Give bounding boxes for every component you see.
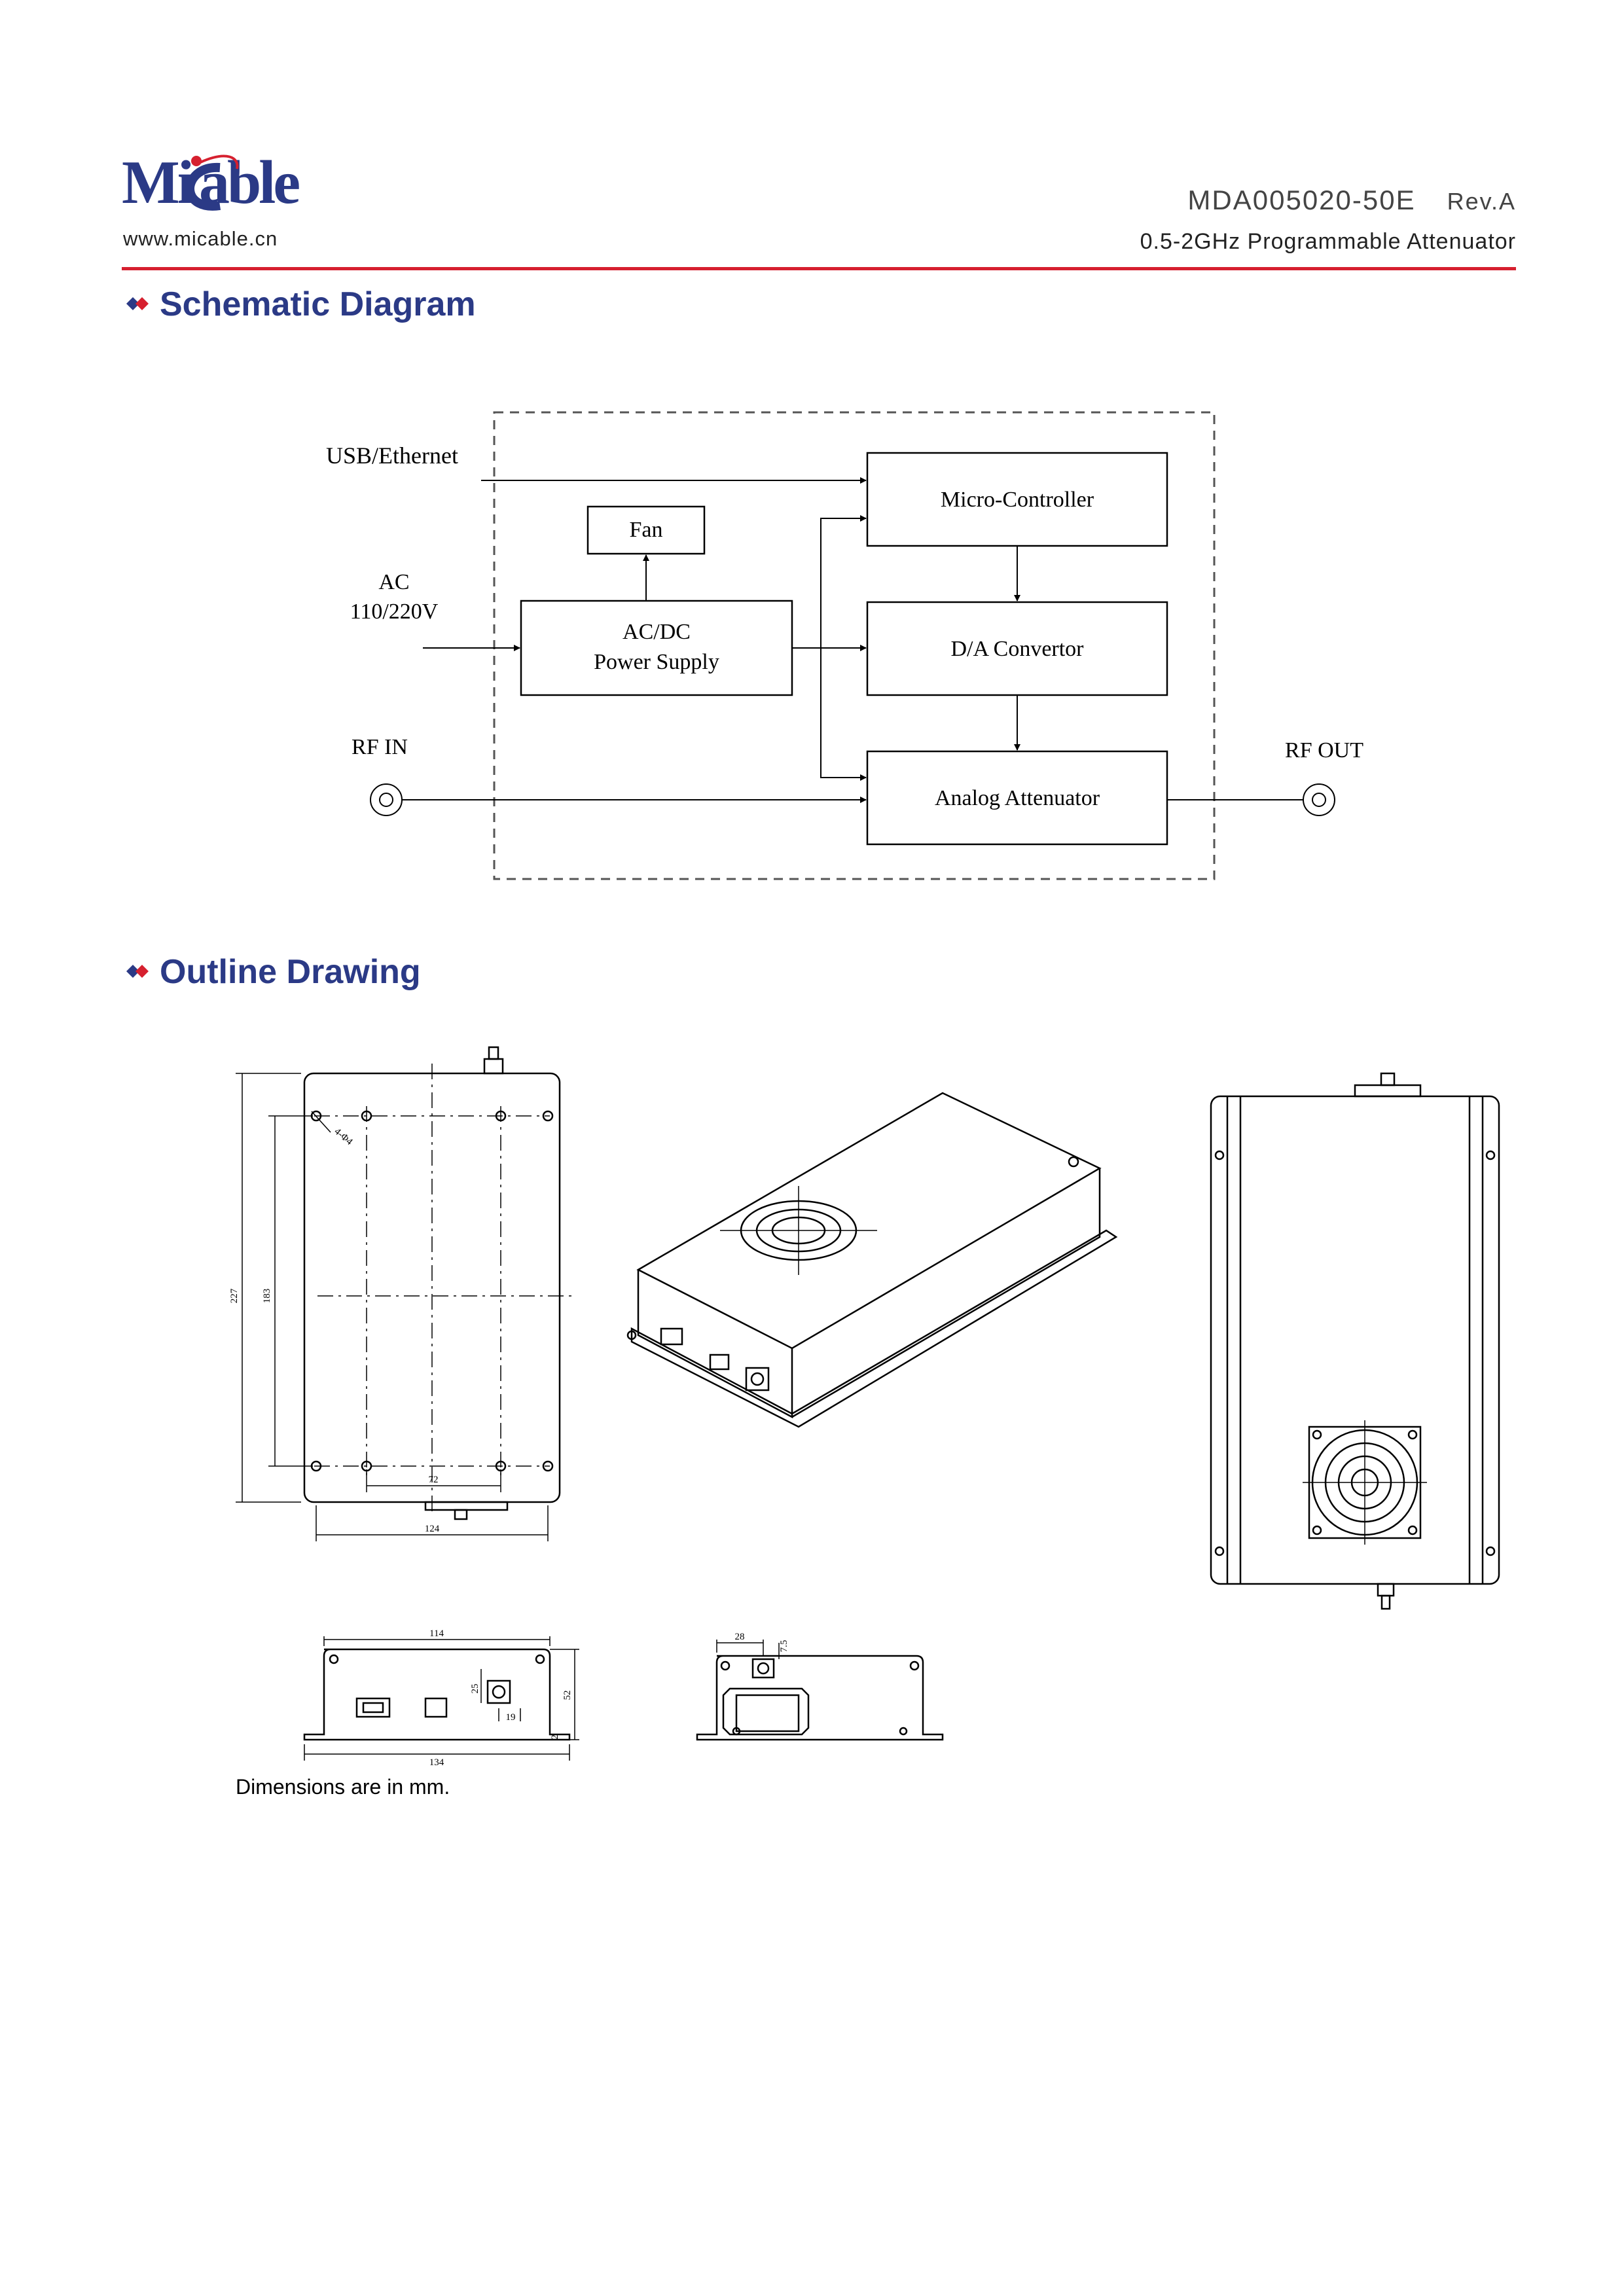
dim-conn-25: 25 (470, 1684, 480, 1694)
dimensions-note: Dimensions are in mm. (236, 1775, 450, 1799)
schematic-diagram: Fan AC/DC Power Supply Micro-Controller … (326, 411, 1363, 880)
dim-width-134: 134 (429, 1757, 444, 1767)
outline-title-text: Outline Drawing (160, 953, 421, 991)
dim-width-114: 114 (429, 1628, 444, 1639)
fan-label: Fan (630, 518, 663, 542)
dim-flange-2: 2 (550, 1734, 560, 1740)
rf-in-label: RF IN (352, 735, 408, 759)
dim-holes: 4-Φ4 (332, 1126, 354, 1147)
dim-height-52: 52 (562, 1691, 573, 1700)
header-rule (122, 267, 1516, 270)
psu-to-mcu-arrow (820, 515, 867, 648)
schematic-title-text: Schematic Diagram (160, 285, 476, 323)
isometric-view (626, 1092, 1118, 1428)
rear-view (696, 1640, 944, 1741)
revision: Rev.A (1447, 188, 1516, 215)
power-supply-block: AC/DC Power Supply (520, 600, 793, 696)
model-number: MDA005020-50E Rev.A (1187, 185, 1516, 216)
dim-width-124: 124 (425, 1524, 440, 1534)
dim-conn-19: 19 (506, 1712, 516, 1723)
psu-to-atten-arrow (820, 648, 867, 781)
outline-drawing: 227 183 72 124 4-Φ4 114 134 25 19 52 2 2… (229, 1046, 1500, 1767)
website-url: www.micable.cn (123, 227, 278, 250)
product-name: 0.5-2GHz Programmable Attenuator (1140, 229, 1516, 254)
mcu-label: Micro-Controller (941, 488, 1094, 512)
front-view (303, 1636, 579, 1761)
dim-hole-pitch-72: 72 (429, 1475, 439, 1485)
rf-out-connector-icon (1303, 783, 1335, 816)
micable-logo: Mi able (122, 149, 302, 217)
dim-offset-28: 28 (735, 1632, 745, 1642)
dim-height-227: 227 (229, 1288, 240, 1303)
side-view (1210, 1072, 1500, 1610)
fan-grille-icon (1303, 1420, 1427, 1545)
micro-controller-block: Micro-Controller (866, 452, 1168, 547)
psu-label-1: AC/DC (623, 620, 691, 644)
dim-hole-pitch-183: 183 (262, 1289, 272, 1304)
svg-text:Mi: Mi (122, 149, 194, 217)
top-view (236, 1046, 573, 1541)
diamond-bullet-icon (126, 297, 149, 311)
mounting-hole-icon (310, 1110, 554, 1472)
da-convertor-block: D/A Convertor (866, 601, 1168, 696)
rf-out-label: RF OUT (1285, 738, 1363, 762)
psu-label-2: Power Supply (594, 650, 719, 674)
diamond-bullet-icon (126, 965, 149, 978)
usb-ethernet-label: USB/Ethernet (326, 442, 458, 469)
dac-label: D/A Convertor (950, 637, 1084, 661)
model-code: MDA005020-50E (1187, 185, 1416, 215)
fan-block: Fan (586, 505, 706, 555)
atten-label: Analog Attenuator (935, 786, 1100, 810)
enclosure-boundary (493, 411, 1216, 880)
ac-voltage-label: 110/220V (350, 600, 439, 624)
analog-attenuator-block: Analog Attenuator (866, 750, 1168, 846)
dim-top-7-5: 7.5 (779, 1640, 789, 1653)
schematic-section-title: Schematic Diagram (126, 285, 476, 324)
ac-label: AC (378, 570, 409, 594)
rf-in-connector-icon (370, 783, 403, 816)
outline-section-title: Outline Drawing (126, 952, 421, 992)
